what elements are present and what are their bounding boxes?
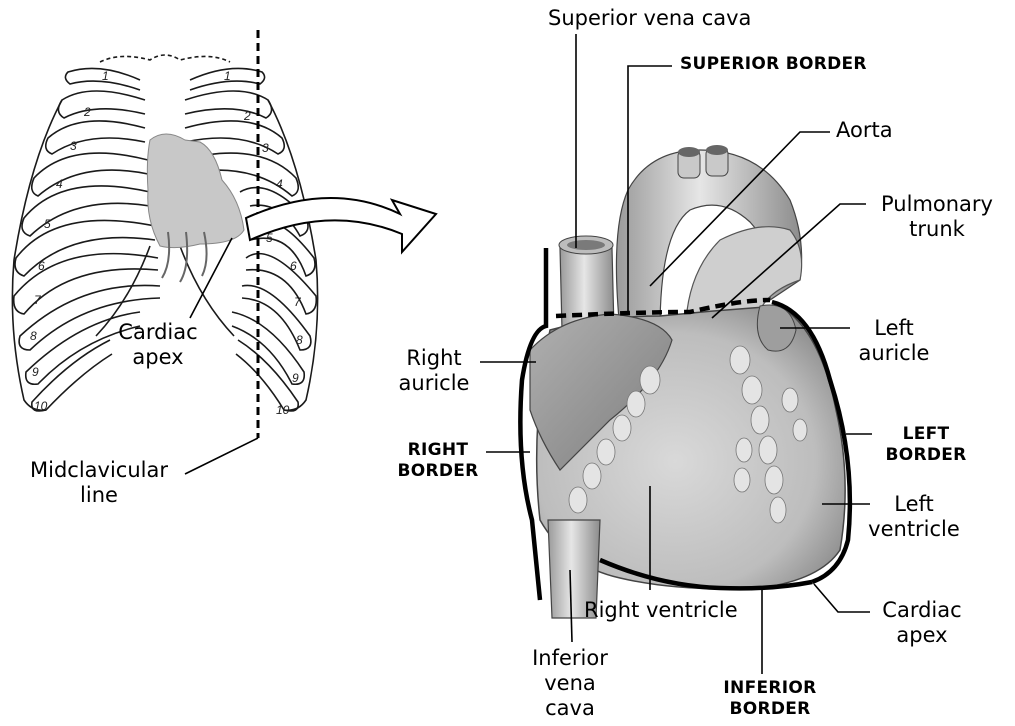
left-border-label-line2: BORDER (874, 445, 978, 466)
left-auricle-label: Left auricle (848, 316, 940, 366)
inferior-border-label-line2: BORDER (700, 699, 840, 720)
rib-number-left-1: 1 (102, 69, 109, 83)
pulmonary-trunk-label-line2: trunk (862, 217, 1012, 242)
right-border-label-line2: BORDER (386, 461, 490, 482)
aorta-label: Aorta (836, 118, 893, 143)
rib-number-right-8: 8 (296, 333, 303, 347)
inferior-border-label: INFERIOR BORDER (700, 678, 840, 720)
rib-number-right-10: 10 (276, 403, 290, 417)
right-border-label: RIGHT BORDER (386, 440, 490, 482)
cardiac-apex-heart-label: Cardiac apex (872, 598, 972, 648)
rib-number-left-5: 5 (44, 217, 51, 231)
superior-border-label: SUPERIOR BORDER (680, 54, 867, 75)
rib-number-left-10: 10 (34, 399, 48, 413)
right-auricle-label: Right auricle (388, 346, 480, 396)
rib-number-left-6: 6 (38, 259, 45, 273)
rib-number-right-1: 1 (224, 69, 231, 83)
inferior-vena-cava-label-line1: Inferior (508, 646, 632, 671)
left-ventricle-label-line1: Left (858, 492, 970, 517)
rib-number-right-3: 3 (262, 141, 269, 155)
left-border-label-line1: LEFT (874, 424, 978, 445)
rib-number-left-3: 3 (70, 139, 77, 153)
rib-number-right-2: 2 (243, 109, 251, 123)
midclavicular-line-label-line2: line (4, 483, 194, 508)
left-auricle-label-line2: auricle (848, 341, 940, 366)
midclavicular-line-label: Midclavicular line (4, 458, 194, 508)
right-auricle-label-line1: Right (388, 346, 480, 371)
superior-vena-cava-label: Superior vena cava (548, 6, 751, 31)
rib-number-left-8: 8 (30, 329, 37, 343)
rib-number-right-9: 9 (292, 371, 299, 385)
rib-number-left-4: 4 (56, 177, 63, 191)
cardiac-apex-chest-label: Cardiac apex (110, 320, 206, 370)
right-auricle-label-line2: auricle (388, 371, 480, 396)
heart-illustration (530, 145, 845, 618)
inferior-border-label-line1: INFERIOR (700, 678, 840, 699)
cardiac-apex-chest-label-line2: apex (110, 345, 206, 370)
left-auricle-label-line1: Left (848, 316, 940, 341)
inferior-vena-cava-label-line3: cava (508, 696, 632, 721)
cardiac-apex-heart-label-line2: apex (872, 623, 972, 648)
inferior-vena-cava-label: Inferior vena cava (508, 646, 632, 721)
right-border-label-line1: RIGHT (386, 440, 490, 461)
pulmonary-trunk-label-line1: Pulmonary (862, 192, 1012, 217)
cardiac-apex-chest-label-line1: Cardiac (110, 320, 206, 345)
cardiac-apex-heart-label-line1: Cardiac (872, 598, 972, 623)
rib-number-left-9: 9 (32, 365, 39, 379)
inferior-vena-cava-label-line2: vena (508, 671, 632, 696)
rib-number-right-4: 4 (276, 177, 283, 191)
midclavicular-line-label-line1: Midclavicular (4, 458, 194, 483)
rib-number-right-6: 6 (290, 259, 297, 273)
right-ventricle-label: Right ventricle (584, 598, 738, 623)
pulmonary-trunk-label: Pulmonary trunk (862, 192, 1012, 242)
heart-silhouette-in-chest (147, 134, 244, 282)
left-ventricle-label-line2: ventricle (858, 517, 970, 542)
rib-number-left-2: 2 (83, 105, 91, 119)
left-border-label: LEFT BORDER (874, 424, 978, 466)
left-ventricle-label: Left ventricle (858, 492, 970, 542)
pointer-arrow-icon (246, 198, 436, 252)
rib-number-left-7: 7 (34, 293, 42, 307)
